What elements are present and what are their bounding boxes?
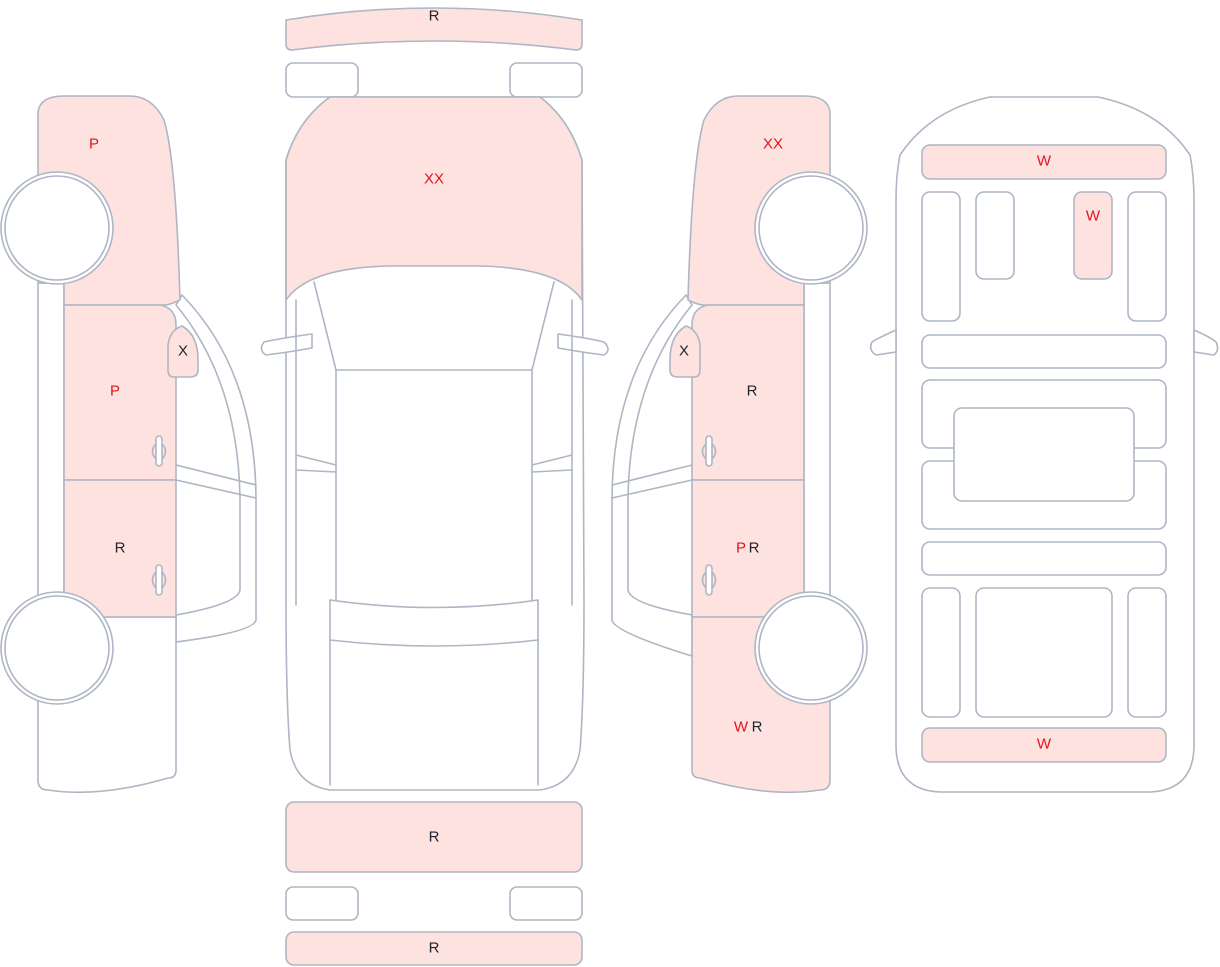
front-left-side-window[interactable]	[921, 191, 961, 322]
left-rear-door-handle[interactable]	[151, 564, 167, 596]
front-bumper[interactable]	[285, 7, 583, 51]
right-front-door[interactable]	[691, 304, 805, 481]
left-rear-door-code: R	[115, 540, 126, 557]
right-front-door-code: R	[747, 383, 758, 400]
right-mirror-code: X	[679, 343, 689, 360]
left-front-fender-code: P	[89, 136, 99, 153]
rear-bumper-lower-code: R	[429, 940, 440, 957]
rear-window[interactable]	[921, 727, 1167, 763]
right-rear-wheel[interactable]	[754, 591, 868, 705]
front-left-window[interactable]	[975, 191, 1015, 280]
rear-bumper-upper[interactable]	[285, 801, 583, 873]
right-taillight[interactable]	[509, 886, 583, 921]
hood[interactable]	[285, 96, 583, 301]
front-right-side-window[interactable]	[1127, 191, 1167, 322]
left-taillight[interactable]	[285, 886, 359, 921]
car-left-mirror[interactable]	[260, 333, 313, 356]
car-body-top	[285, 96, 585, 791]
right-rear-quarter-code-b: R	[752, 719, 763, 736]
right-sill[interactable]	[803, 282, 831, 618]
right-front-fender-code: XX	[763, 136, 783, 153]
rear-center-window[interactable]	[975, 587, 1113, 718]
right-rear-door-code-b: R	[749, 540, 760, 557]
left-front-wheel[interactable]	[0, 171, 114, 285]
glass-view-right-mirror[interactable]	[1193, 329, 1219, 356]
left-rear-wheel[interactable]	[0, 591, 114, 705]
windshield-code: W	[1037, 153, 1052, 170]
left-mirror[interactable]	[167, 325, 199, 378]
right-rear-quarter-code-a: W	[734, 719, 749, 736]
glass-view-left-mirror[interactable]	[869, 329, 897, 356]
left-headlight[interactable]	[285, 62, 359, 98]
rear-seat-row[interactable]	[921, 541, 1167, 576]
front-right-window[interactable]	[1073, 191, 1113, 280]
sunroof[interactable]	[953, 407, 1135, 502]
left-front-door-handle[interactable]	[151, 435, 167, 467]
left-front-door-code: P	[110, 383, 120, 400]
left-front-door[interactable]	[63, 304, 177, 481]
front-right-window-code: W	[1086, 208, 1101, 225]
rear-left-side-window[interactable]	[921, 587, 961, 718]
rear-right-side-window[interactable]	[1127, 587, 1167, 718]
left-sill[interactable]	[37, 282, 65, 618]
rear-window-code: W	[1037, 736, 1052, 753]
car-right-mirror[interactable]	[557, 333, 609, 356]
right-front-door-handle[interactable]	[701, 435, 717, 467]
right-mirror[interactable]	[669, 325, 701, 378]
right-headlight[interactable]	[509, 62, 583, 98]
rear-bumper-upper-code: R	[429, 829, 440, 846]
hood-code: XX	[424, 171, 444, 188]
right-rear-door-code-a: P	[736, 540, 746, 557]
rear-bumper-lower[interactable]	[285, 931, 583, 966]
front-seat-row[interactable]	[921, 334, 1167, 369]
front-bumper-code: R	[429, 8, 440, 25]
right-front-wheel[interactable]	[754, 171, 868, 285]
left-mirror-code: X	[178, 343, 188, 360]
right-rear-door-handle[interactable]	[701, 564, 717, 596]
car-top-view	[260, 96, 609, 791]
windshield[interactable]	[921, 144, 1167, 180]
car-right-side-view	[611, 282, 831, 657]
